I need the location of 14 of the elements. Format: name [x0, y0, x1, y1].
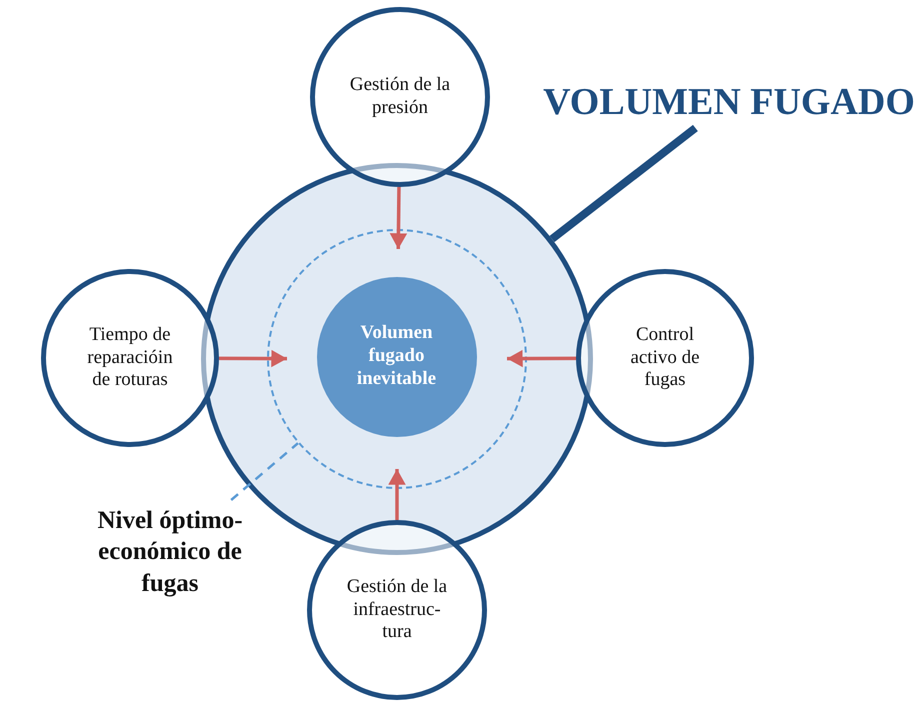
circle-label: Gestión de la presión — [350, 74, 450, 120]
arrow — [390, 186, 408, 250]
callout-text: Nivel óptimo-económico de fugas — [72, 500, 268, 604]
circle-label: Volumen fugado inevitable — [356, 322, 438, 391]
circle-label: Tiempo de reparacióin de roturas — [86, 324, 174, 392]
circle-label: Control activo de fugas — [629, 324, 701, 392]
dashed-circle — [267, 229, 527, 489]
heading: VOLUMEN FUGADO — [540, 76, 918, 128]
circle-label: Gestión de la infraestruc-tura — [346, 576, 448, 644]
arrow — [388, 469, 406, 520]
arrow — [219, 350, 288, 368]
arrow — [507, 350, 576, 368]
leader-line — [230, 442, 299, 501]
leader-line — [550, 124, 698, 242]
